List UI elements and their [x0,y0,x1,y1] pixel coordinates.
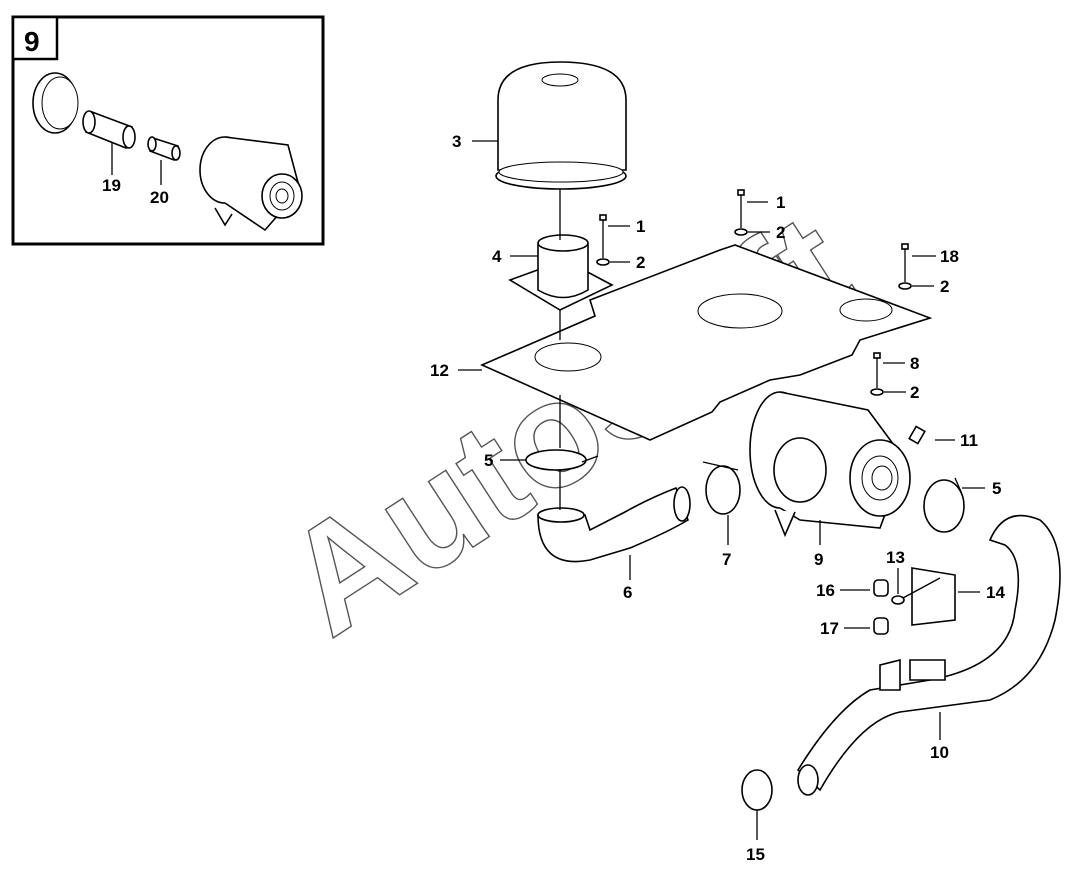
hose-clamp-7 [702,461,741,515]
mounting-plate [480,244,933,441]
leader-lines [458,140,985,840]
callout-17: 17 [820,619,839,638]
callout-2: 2 [636,253,645,272]
inset-cover-icon [32,72,79,134]
callout-labels: 3 4 1 2 1 2 18 2 8 2 12 5 6 7 9 11 5 13 … [430,132,1005,864]
callout-19: 19 [102,176,121,195]
callout-2: 2 [940,277,949,296]
fitting-17 [873,617,889,635]
callout-14: 14 [986,583,1005,602]
callout-3: 3 [452,132,461,151]
fitting-16 [873,579,889,597]
callout-5: 5 [484,451,493,470]
air-cleaner-housing [749,391,926,538]
callout-18: 18 [940,247,959,266]
callout-4: 4 [492,247,502,266]
callout-11: 11 [960,431,978,450]
outlet-hose [796,514,1061,796]
callout-16: 16 [816,581,835,600]
inset-number: 9 [24,26,40,57]
callout-15: 15 [746,845,765,864]
screw-13 [891,577,941,605]
callout-12: 12 [430,361,449,380]
intake-stub [508,234,614,311]
hose-clamp-right [923,477,965,533]
callout-2: 2 [776,223,785,242]
callout-13: 13 [886,548,905,567]
callout-6: 6 [623,583,632,602]
bracket [911,567,956,626]
callout-8: 8 [910,354,919,373]
callout-1: 1 [636,217,645,236]
bolt-1-left [596,214,610,266]
inset-safety-element-icon [147,136,181,162]
bolt-1-right [734,189,748,236]
precleaner-cap [495,61,627,190]
bolt-18 [898,243,912,290]
bolt-8 [870,352,884,396]
callout-1: 1 [776,193,785,212]
callout-20: 20 [150,188,169,207]
elbow-hose [537,486,691,563]
callout-5: 5 [992,479,1001,498]
inset-air-cleaner-housing-icon [199,136,303,232]
callout-9: 9 [814,550,823,569]
callout-7: 7 [722,550,731,569]
hose-clamp-15 [741,769,773,811]
inset-filter-element-icon [82,110,136,150]
callout-10: 10 [930,743,949,762]
inset-panel: 9 19 20 [11,15,325,246]
callout-2: 2 [910,383,919,402]
